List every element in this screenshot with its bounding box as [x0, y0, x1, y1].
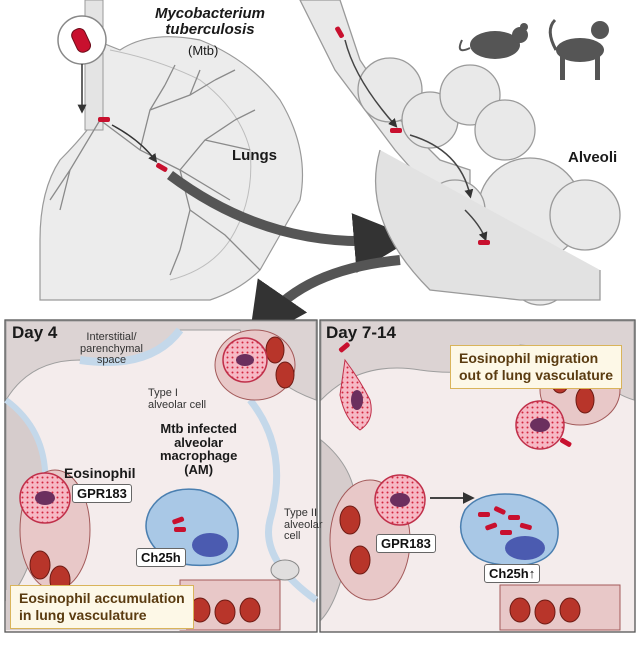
- mtb-bacterium: [98, 117, 110, 122]
- pathogen-abbrev-label: (Mtb): [188, 43, 219, 58]
- red-blood-cells: [29, 336, 295, 625]
- gpr183-tag-right: GPR183: [376, 534, 436, 553]
- alveolar-macrophage-right: [459, 493, 559, 567]
- mtb-magnifier: [57, 15, 107, 114]
- pathogen-line2: tuberculosis: [165, 20, 255, 38]
- mtb-bacterium: [390, 128, 402, 133]
- day4-title: Day 4: [12, 323, 58, 342]
- type-ii-cell-label: Type II alveolar cell: [284, 507, 323, 543]
- mtb-bacterium: [478, 240, 490, 245]
- alveolar-macrophage: [145, 488, 239, 567]
- interstitial-space-label: Interstitial/ parenchymal space: [80, 331, 143, 367]
- mtb-bacterium: [335, 26, 344, 38]
- monkey-icon: [548, 18, 609, 80]
- day7-14-title: Day 7-14: [326, 323, 396, 342]
- pathogen-name-label: Mycobacterium tuberculosis: [140, 6, 280, 38]
- lung-to-alveoli-arrow: [167, 170, 414, 273]
- ch25h-tag-right: Ch25h↑: [484, 564, 541, 583]
- day4-callout: Eosinophil accumulation in lung vasculat…: [10, 585, 194, 629]
- gpr183-tag-left: GPR183: [72, 484, 132, 503]
- mouse-icon: [458, 23, 528, 59]
- eosinophil-cells: [19, 337, 268, 524]
- lungs-label: Lungs: [232, 147, 277, 164]
- ch25h-tag-left: Ch25h: [136, 548, 186, 567]
- mtb-bacterium: [156, 163, 168, 172]
- mtb-bacterium: [560, 437, 572, 447]
- type-ii-cell: [270, 559, 300, 581]
- alveoli-to-panel-arrow: [248, 255, 401, 345]
- mtb-bacterium: [338, 342, 350, 353]
- pathogen-line1: Mycobacterium: [154, 5, 266, 22]
- day7-14-callout: Eosinophil migration out of lung vascula…: [450, 345, 623, 389]
- eosinophil-label: Eosinophil: [64, 465, 136, 481]
- eosinophil-cells-right: [339, 358, 565, 526]
- type-i-cell-label: Type I alveolar cell: [148, 387, 207, 411]
- alveoli-illustration: [299, 0, 621, 306]
- alveoli-label: Alveoli: [568, 149, 618, 166]
- macrophage-label: Mtb infected alveolar macrophage (AM): [160, 421, 238, 477]
